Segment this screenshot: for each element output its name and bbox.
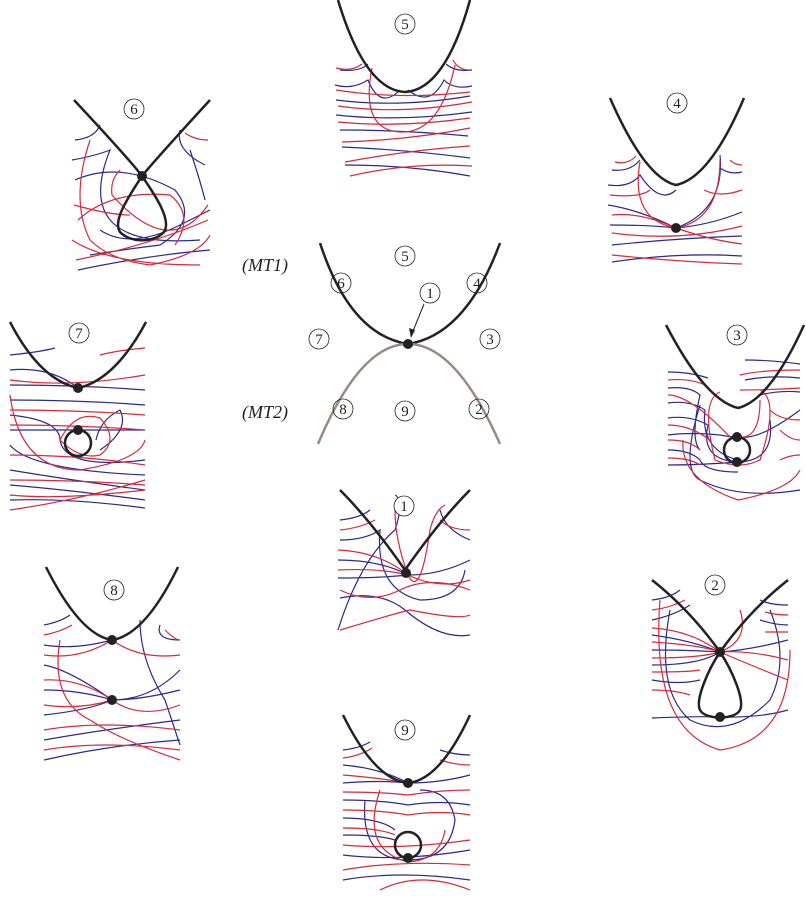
- region-label-6: 6: [330, 272, 352, 294]
- panel-6-blue-curves: [71, 124, 211, 271]
- panel-8-mt-curve: [44, 566, 180, 642]
- panel-3: 3: [664, 324, 806, 501]
- region-label-4: 4: [466, 272, 488, 294]
- svg-text:7: 7: [315, 332, 323, 348]
- svg-text:5: 5: [401, 249, 409, 265]
- svg-text:8: 8: [110, 583, 118, 599]
- panel-1-number: 1: [393, 495, 415, 517]
- mt2-curve: [316, 342, 502, 445]
- panel-3-mt-curve: [664, 324, 806, 410]
- panel-7: 7: [8, 321, 148, 511]
- region-label-7: 7: [308, 328, 330, 350]
- panel-6-point: [137, 171, 147, 181]
- mt1-label: (MT1): [242, 255, 288, 276]
- svg-text:3: 3: [486, 332, 494, 348]
- panel-5-red-curves: [335, 59, 473, 177]
- region-1-arrowhead: [409, 328, 415, 338]
- panel-4-blue-curves: [607, 154, 743, 263]
- svg-text:3: 3: [733, 328, 741, 344]
- tangency-point: [403, 339, 413, 349]
- region-label-5: 5: [394, 245, 416, 267]
- panel-9: 9: [341, 714, 472, 891]
- panel-4-point: [671, 223, 681, 233]
- svg-text:8: 8: [339, 402, 347, 418]
- panel-1: 1: [337, 489, 471, 637]
- panel-6-loop: [116, 173, 168, 242]
- panel-7-point-loop: [73, 425, 83, 435]
- svg-text:6: 6: [130, 102, 138, 118]
- panel-6-red-curves: [71, 132, 211, 266]
- panel-8-number: 8: [103, 579, 125, 601]
- panel-2-blue-curves: [651, 589, 789, 728]
- panel-1-point: [401, 568, 411, 578]
- svg-text:9: 9: [401, 723, 409, 739]
- panel-5: 5: [334, 0, 473, 177]
- panel-9-point-top: [403, 778, 413, 788]
- panel-3-point-bottom: [732, 457, 742, 467]
- panel-5-mt-curve: [336, 0, 472, 94]
- svg-text:6: 6: [337, 276, 345, 292]
- svg-text:9: 9: [401, 404, 409, 420]
- svg-text:1: 1: [400, 499, 408, 515]
- panel-3-point-top: [732, 432, 742, 442]
- region-label-3: 3: [479, 328, 501, 350]
- region-label-2: 2: [468, 398, 490, 420]
- svg-text:1: 1: [426, 286, 434, 302]
- panel-5-number: 5: [394, 13, 416, 35]
- panel-7-point-top: [73, 383, 83, 393]
- mt2-label: (MT2): [242, 402, 288, 423]
- region-label-9: 9: [394, 400, 416, 422]
- panel-7-number: 7: [68, 322, 90, 344]
- panel-9-point-loop: [403, 853, 413, 863]
- panel-2-loop: [697, 649, 743, 719]
- panel-4-mt-curve: [608, 97, 746, 187]
- svg-text:4: 4: [473, 276, 481, 292]
- panel-2-number: 2: [704, 574, 726, 596]
- svg-text:2: 2: [475, 402, 483, 418]
- panel-8-point-top: [107, 635, 117, 645]
- panel-2-point-bottom: [715, 712, 725, 722]
- region-label-1: 1: [419, 282, 441, 304]
- region-label-8: 8: [332, 398, 354, 420]
- panel-8: 8: [43, 566, 181, 761]
- panel-2: 2: [651, 574, 791, 751]
- central-diagram: (MT1) (MT2) 5 6 4 1 7 3 8: [242, 242, 502, 445]
- panel-8-point-bottom: [107, 695, 117, 705]
- panel-6-number: 6: [123, 98, 145, 120]
- svg-text:5: 5: [401, 17, 409, 33]
- svg-text:4: 4: [673, 96, 681, 112]
- panel-3-number: 3: [726, 324, 748, 346]
- panel-9-number: 9: [394, 719, 416, 741]
- panel-3-red-curves: [667, 369, 801, 501]
- svg-text:7: 7: [75, 326, 83, 342]
- panel-8-red-curves: [43, 624, 181, 761]
- panel-6: 6: [71, 98, 211, 271]
- panel-4-number: 4: [666, 92, 688, 114]
- panel-4: 4: [607, 92, 746, 265]
- svg-text:2: 2: [711, 578, 719, 594]
- panel-2-point-top: [715, 647, 725, 657]
